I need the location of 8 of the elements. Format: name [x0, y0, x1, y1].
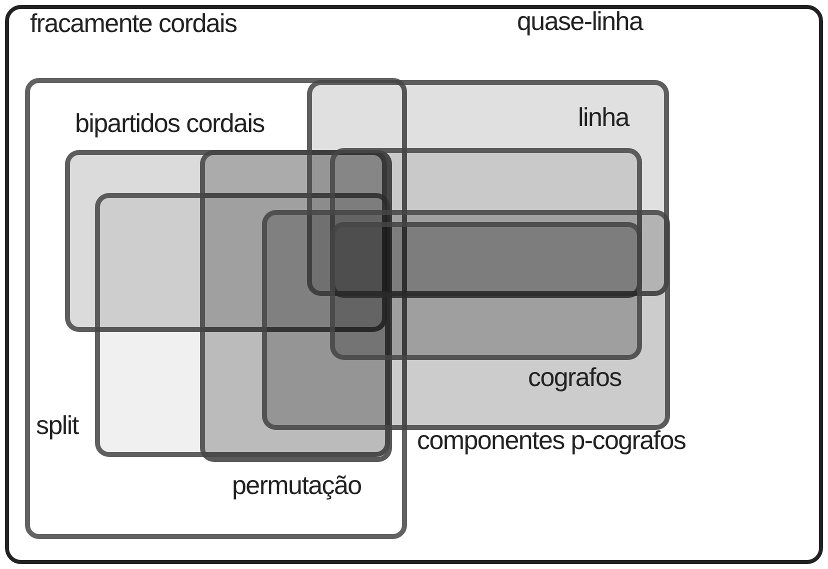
set-label: split — [36, 410, 78, 440]
set-label: permutação — [232, 470, 362, 500]
set-label: linha — [578, 102, 629, 132]
set-label: bipartidos cordais — [75, 108, 264, 138]
set-label: componentes p-cografos — [417, 425, 686, 455]
set-label: cografos — [528, 362, 622, 392]
set-label: quase-linha — [517, 6, 643, 36]
set-label: fracamente cordais — [30, 8, 237, 38]
